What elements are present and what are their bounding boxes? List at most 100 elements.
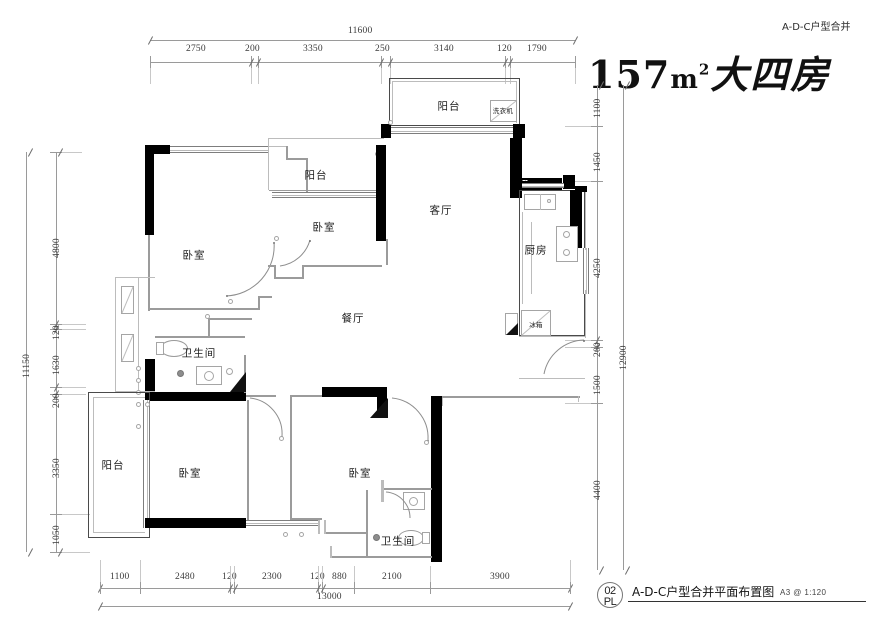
dim-tick	[230, 582, 231, 594]
kitchen-bottom-wall	[519, 336, 585, 337]
hinge-dot	[424, 440, 429, 445]
bathroom-lower-top-wall	[383, 488, 432, 490]
shaft-dot	[136, 424, 141, 429]
dim-extension	[430, 566, 431, 582]
label-washing-machine: 洗衣机	[492, 107, 514, 115]
dim-extension	[575, 68, 576, 84]
room-label-bathroom-mid: 卫生间	[181, 347, 217, 360]
hinge-dot	[274, 236, 279, 241]
dim-extension	[258, 68, 259, 84]
sink-divider	[540, 194, 541, 210]
dim-tick	[381, 56, 382, 68]
wall-segment	[318, 520, 320, 534]
dim-tick	[234, 582, 235, 594]
heading-cjk: 大四房	[710, 53, 831, 97]
balcony-top-inner-line	[392, 81, 393, 123]
interior-wall-thick	[376, 145, 386, 241]
wall-segment	[246, 395, 276, 397]
drawing-title: A-D-C户型合并平面布置图	[632, 585, 775, 599]
wall-segment	[442, 396, 580, 398]
bottom-seg-0: 1100	[110, 572, 130, 582]
dim-tick	[430, 582, 431, 594]
dim-extension	[234, 566, 235, 582]
dim-tick	[591, 403, 603, 404]
sink-tap	[547, 199, 551, 203]
drawing-scale: A3 @ 1:120	[780, 588, 827, 597]
room-label-bathroom-lower: 卫生间	[380, 535, 416, 548]
dim-tick	[318, 582, 319, 594]
cooktop-burner	[563, 249, 570, 256]
bathroom-lower-bottom-wall	[366, 556, 432, 558]
wall-segment	[258, 296, 272, 298]
hinge-dot	[205, 314, 210, 319]
dim-tick	[140, 582, 141, 594]
shaft-outline	[115, 277, 155, 278]
shaft-dot	[136, 402, 141, 407]
room-label-balcony-top: 阳台	[437, 100, 461, 113]
top-seg-1: 200	[245, 44, 260, 54]
bedroom-upper-left-south-wall	[150, 308, 260, 310]
balcony-mid-bottom-wall	[269, 190, 384, 191]
bedroom-lower-right-left-wall	[290, 396, 292, 520]
titleblock-underline	[628, 601, 866, 602]
bottom-overall-value: 13000	[317, 592, 342, 602]
shaft-diagonals	[121, 286, 134, 362]
sheet-number-circle	[597, 582, 623, 608]
exterior-wall-thick	[145, 145, 154, 235]
dim-extension	[251, 68, 252, 84]
shaft-outline	[115, 391, 155, 392]
dim-tick	[505, 56, 506, 68]
bottom-segment-dimline	[100, 588, 570, 589]
dim-extension	[565, 181, 591, 182]
wall-pier	[381, 124, 391, 138]
room-label-livingroom: 客厅	[429, 204, 453, 217]
dim-tick	[50, 324, 62, 325]
wall-segment	[208, 318, 210, 336]
dim-extension	[390, 68, 391, 84]
dim-extension	[150, 68, 151, 84]
wall-segment	[302, 265, 304, 279]
room-label-diningroom: 餐厅	[341, 312, 365, 325]
dim-extension	[140, 560, 141, 582]
wall-segment	[330, 556, 368, 558]
door-kitchen-corner	[506, 323, 518, 335]
shaft-dot	[136, 378, 141, 383]
balcony-mid-top-wall	[268, 138, 384, 139]
refrigerator-diagonal	[521, 310, 551, 336]
dim-tick	[510, 56, 511, 68]
balcony-top-outline	[389, 78, 520, 126]
wall-segment	[578, 396, 579, 402]
dim-extension	[100, 560, 101, 582]
right-overall-dimline	[623, 85, 624, 570]
heading-superscript: 2	[698, 60, 711, 79]
room-label-bedroom-lower-left: 卧室	[178, 467, 202, 480]
wall-segment	[519, 378, 585, 379]
balcony-top-sliding-door	[391, 127, 513, 134]
wall-segment	[292, 518, 322, 520]
bedroom-upper-left-window	[170, 146, 268, 153]
room-label-bedroom-upper-left: 卧室	[182, 249, 206, 262]
top-overall-value: 11600	[348, 26, 373, 36]
bathroom-tap	[226, 368, 233, 375]
dim-tick	[570, 582, 571, 594]
bottom-seg-4: 120	[310, 572, 325, 582]
dim-tick	[591, 347, 603, 348]
right-segment-dimline	[597, 85, 598, 570]
dim-tick	[50, 514, 62, 515]
balcony-lower-inner	[93, 397, 94, 533]
bottom-seg-2: 120	[222, 572, 237, 582]
wall-segment	[148, 235, 150, 311]
dim-extension	[62, 514, 90, 515]
wall-segment	[381, 480, 384, 502]
kitchen-window	[583, 248, 589, 294]
dim-extension	[62, 152, 82, 153]
wall-segment	[585, 190, 586, 250]
page-title: 157m2大四房	[588, 44, 830, 99]
wall-segment	[324, 520, 326, 534]
dim-extension	[565, 347, 591, 348]
dim-extension	[62, 324, 86, 325]
dim-tick	[354, 582, 355, 594]
room-label-kitchen: 厨房	[524, 244, 548, 257]
wall-segment	[268, 146, 286, 147]
dim-extension	[62, 387, 86, 388]
